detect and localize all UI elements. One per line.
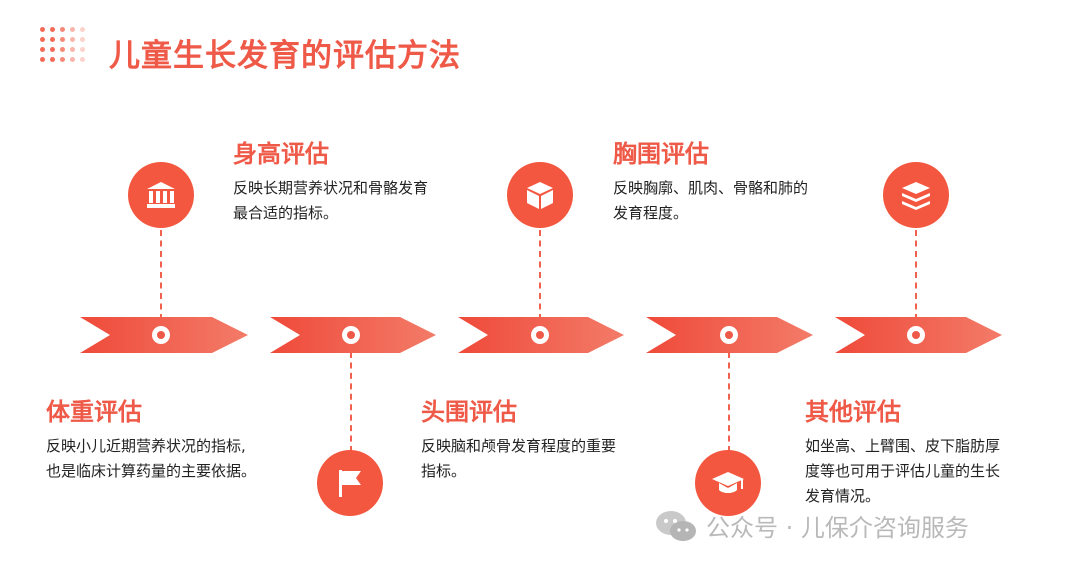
weight-desc-line2: 也是临床计算药量的主要依据。 [46, 462, 257, 480]
height-title: 身高评估 [233, 140, 329, 168]
connector-other [915, 230, 917, 320]
timeline-node-4 [720, 326, 738, 344]
other-title: 其他评估 [805, 398, 901, 426]
bank-icon [147, 182, 175, 208]
weight-desc-line1: 反映小儿近期营养状况的指标, [46, 437, 246, 455]
other-desc-line2: 度等也可用于评估儿童的生长 [805, 462, 1001, 480]
title-decoration-dots [40, 27, 85, 67]
height-desc-line2: 最合适的指标。 [233, 204, 339, 222]
graduation-cap-icon-circle [695, 450, 761, 516]
timeline-node-1 [152, 326, 170, 344]
chest-title: 胸围评估 [613, 140, 709, 168]
connector-chest-upper [539, 230, 541, 320]
other-desc-line3: 发育情况。 [805, 487, 881, 505]
head-title: 头围评估 [421, 398, 517, 426]
chest-desc-line1: 反映胸廓、肌肉、骨骼和肺的 [613, 179, 809, 197]
timeline-node-5 [907, 326, 925, 344]
timeline-node-3 [531, 326, 549, 344]
chest-desc-line2: 发育程度。 [613, 204, 689, 222]
flag-icon [339, 470, 361, 497]
watermark: 公众号 · 儿保介咨询服务 [654, 508, 969, 543]
weight-title: 体重评估 [46, 398, 142, 426]
other-desc-line1: 如坐高、上臂围、皮下脂肪厚 [805, 437, 1001, 455]
page-title: 儿童生长发育的评估方法 [109, 38, 461, 74]
head-desc-line2: 指标。 [421, 462, 467, 480]
bank-icon-circle [128, 162, 194, 228]
cube-icon-circle [507, 162, 573, 228]
layers-icon [902, 182, 930, 210]
head-desc-line1: 反映脑和颅骨发育程度的重要 [421, 437, 617, 455]
flag-icon-circle [317, 450, 383, 516]
wechat-icon [656, 510, 696, 541]
graduation-cap-icon [712, 472, 744, 493]
layers-icon-circle [883, 162, 949, 228]
connector-head [728, 352, 730, 452]
cube-icon [527, 182, 553, 209]
connector-weight [350, 352, 352, 452]
timeline-node-2 [342, 326, 360, 344]
connector-height [160, 230, 162, 320]
height-desc-line1: 反映长期营养状况和骨骼发育 [233, 179, 429, 197]
watermark-text: 公众号 · 儿保介咨询服务 [706, 514, 969, 542]
